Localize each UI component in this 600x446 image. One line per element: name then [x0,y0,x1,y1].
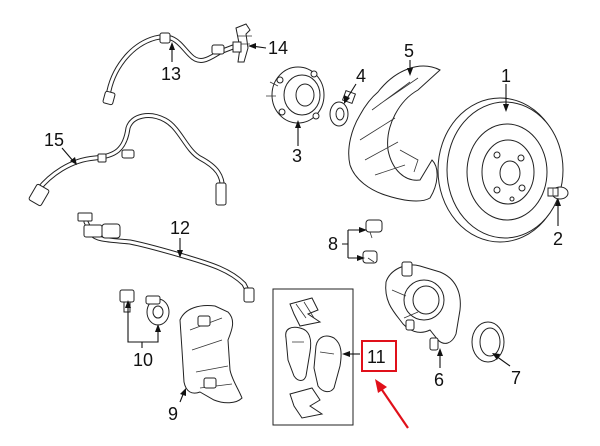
callout-5: 5 [404,41,414,61]
callout-4: 4 [356,66,366,86]
callout-14: 14 [268,38,288,58]
callout-13: 13 [161,64,181,84]
callout-2: 2 [553,229,563,249]
part-14-bracket [232,23,252,63]
part-5-splash-shield [348,65,441,202]
highlight-box [361,340,397,372]
callout-11: 11 [367,347,386,367]
part-9-caliper-carrier [179,305,243,404]
callout-labels: 1 2 3 4 5 6 7 8 9 10 11 12 13 14 15 [44,38,563,424]
part-6-caliper [385,261,461,351]
part-1-brake-disc [437,97,564,243]
callout-12: 12 [170,218,190,238]
highlight-arrow [375,379,409,429]
callout-7: 7 [511,368,521,388]
part-13-brake-hose [102,32,236,106]
leader-lines [61,42,561,403]
callout-8: 8 [328,234,338,254]
part-12-sensor-wire [77,212,255,303]
part-15-sensor-wire [28,113,227,207]
part-7-seal-ring [471,321,505,363]
callout-10: 10 [133,350,153,370]
part-11-pad-kit [272,288,354,426]
part-2-disc-screw [547,186,569,200]
callout-1: 1 [501,66,511,86]
part-8-caliper-bolts [362,219,383,264]
callout-9: 9 [168,404,178,424]
callout-6: 6 [434,370,444,390]
part-4-nut [329,89,357,127]
part-3-hub [266,66,325,124]
callout-3: 3 [292,146,302,166]
callout-15: 15 [44,130,64,150]
